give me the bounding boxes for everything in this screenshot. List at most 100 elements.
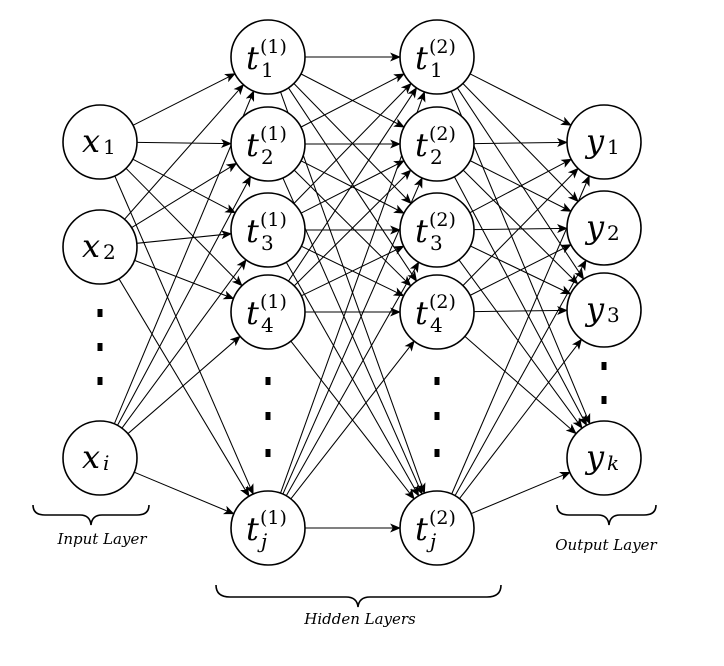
node-label: t	[246, 126, 259, 164]
hidden1-ellipsis-dot	[265, 377, 271, 385]
node-circle	[399, 274, 475, 350]
edge-h1-j-to-h2-4	[290, 340, 415, 500]
input-layer-brace	[32, 504, 150, 526]
node-circle	[399, 106, 475, 182]
edge-h2-4-to-out-2	[469, 244, 572, 296]
node-subscript: 2	[430, 145, 443, 169]
node-subscript: 2	[607, 221, 620, 245]
node-circle	[399, 192, 475, 268]
edge-h1-j-to-h2-1	[280, 90, 426, 494]
edge-h2-3-to-out-1	[469, 158, 573, 214]
hidden1-ellipsis-dot	[265, 449, 271, 457]
node-circle	[62, 209, 138, 285]
node-label: x	[82, 438, 100, 476]
edge-in-i-to-h1-3	[121, 259, 247, 429]
edge-in-1-to-h1-1	[132, 73, 236, 126]
output-layer-caption: Output Layer	[555, 536, 657, 554]
output-ellipsis-dot	[601, 362, 607, 370]
node-superscript: (2)	[429, 123, 456, 145]
hidden-layers-caption: Hidden Layers	[303, 610, 416, 628]
edge-in-i-to-h1-2	[117, 175, 251, 426]
node-subscript: 4	[430, 313, 443, 337]
node-subscript: 3	[607, 303, 620, 327]
node-subscript: j	[426, 529, 436, 553]
node-circle	[566, 104, 642, 180]
node-subscript: 1	[103, 135, 116, 159]
edge-in-1-to-h1-4	[125, 167, 243, 287]
node-label: t	[246, 510, 259, 548]
node-circle	[62, 420, 138, 496]
node-label: t	[415, 212, 428, 250]
edge-h2-j-to-out-k	[470, 471, 571, 515]
node-circle	[230, 490, 306, 566]
node-circle	[566, 420, 642, 496]
edge-h1-j-to-h2-2	[282, 177, 423, 495]
input-layer-caption: Input Layer	[56, 530, 147, 548]
edge-h2-4-to-out-1	[462, 167, 579, 286]
edge-h2-2-to-out-k	[453, 176, 588, 427]
edge-in-2-to-h1-4	[134, 259, 235, 300]
node-label: x	[82, 227, 100, 265]
node-superscript: (1)	[260, 507, 287, 529]
node-subscript: 1	[430, 58, 443, 82]
input-ellipsis-dot	[97, 309, 103, 317]
edge-h2-j-to-out-2	[454, 259, 587, 496]
node-label: y	[584, 290, 605, 328]
input-ellipsis-dot	[97, 377, 103, 385]
node-label: y	[584, 122, 605, 160]
edge-h1-3-to-h2-1	[293, 82, 412, 204]
edge-in-i-to-h1-j	[133, 471, 235, 515]
edge-h2-4-to-out-k	[464, 336, 577, 435]
edge-in-1-to-h1-3	[132, 158, 236, 214]
node-label: x	[82, 122, 100, 160]
node-subscript: 3	[261, 231, 274, 255]
edge-in-1-to-h1-2	[136, 138, 232, 148]
edge-h1-4-to-h2-3	[301, 245, 405, 297]
node-label: t	[415, 126, 428, 164]
node-subscript: 2	[261, 145, 274, 169]
edge-h2-3-to-out-k	[458, 259, 583, 429]
edge-in-2-to-h1-2	[131, 162, 238, 229]
node-label: t	[246, 212, 259, 250]
node-circle	[566, 272, 642, 348]
edge-in-1-to-h1-j	[114, 175, 254, 495]
node-subscript: j	[257, 529, 267, 553]
edge-h2-j-to-out-3	[459, 338, 583, 499]
hidden2-ellipsis-dot	[434, 412, 440, 420]
node-label: t	[415, 39, 428, 77]
node-circle	[399, 490, 475, 566]
output-ellipsis-dot	[601, 396, 607, 404]
node-subscript: i	[103, 451, 109, 475]
node-superscript: (2)	[429, 209, 456, 231]
node-label: y	[584, 438, 605, 476]
edge-h1-2-to-h2-1	[300, 73, 405, 128]
node-subscript: 4	[261, 313, 274, 337]
node-subscript: k	[607, 451, 619, 475]
node-subscript: 2	[103, 240, 116, 264]
node-circle	[230, 274, 306, 350]
node-circle	[566, 190, 642, 266]
hidden-layers-brace	[215, 584, 502, 608]
edge-h2-3-to-out-2	[473, 224, 568, 234]
connections	[113, 52, 591, 533]
edge-in-2-to-h1-3	[136, 230, 233, 244]
node-superscript: (1)	[260, 123, 287, 145]
node-label: t	[246, 294, 259, 332]
hidden1-ellipsis-dot	[265, 412, 271, 420]
